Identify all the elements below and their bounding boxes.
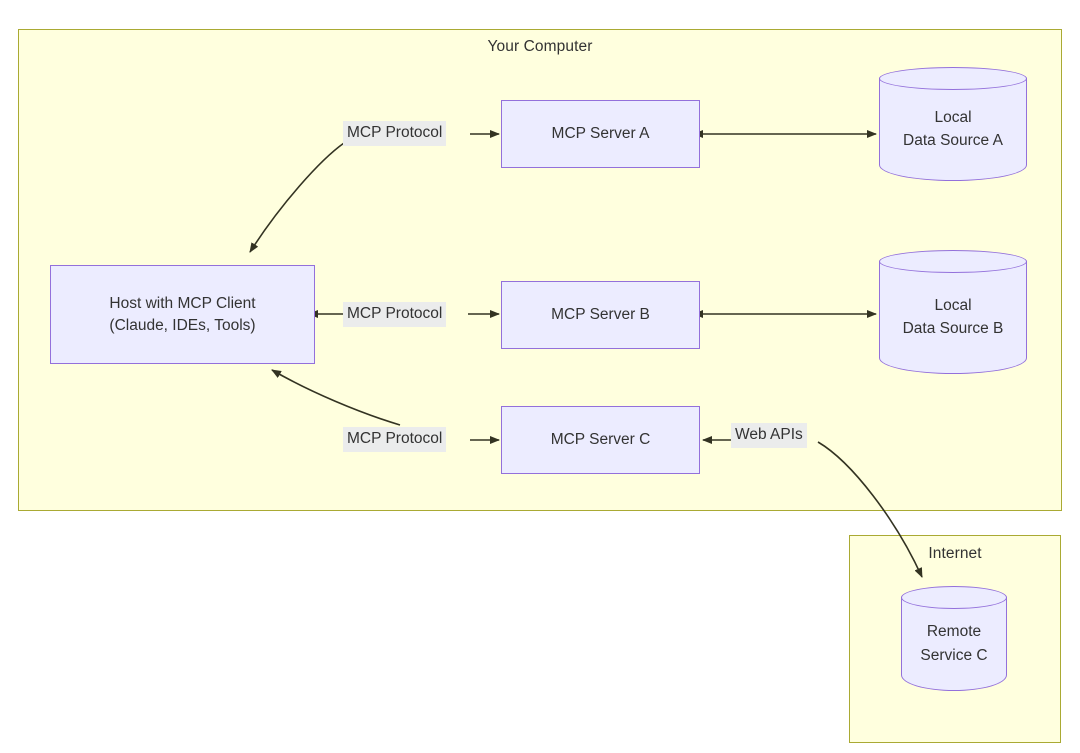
node-local-data-source-b-label: Local Data Source B: [903, 284, 1004, 341]
cylinder-top-icon: [879, 250, 1027, 273]
edge-label-mcp-protocol-b: MCP Protocol: [343, 302, 447, 327]
edge-host-server-a: [249, 130, 500, 253]
node-mcp-server-a-label: MCP Server A: [551, 125, 650, 142]
edge-label-mcp-protocol-a: MCP Protocol: [343, 121, 447, 146]
node-remote-service-c-line-2: Service C: [920, 646, 988, 664]
cylinder-body-icon: [879, 261, 1027, 374]
node-host-line-1: Host with MCP Client: [109, 294, 256, 312]
node-local-data-source-a-line-1: Local: [934, 108, 972, 126]
edge-host-server-c: [271, 369, 500, 444]
node-local-data-source-b-line-2: Data Source B: [902, 320, 1004, 337]
node-local-data-source-a-label: Local Data Source A: [903, 96, 1003, 153]
group-your-computer-title: Your Computer: [487, 38, 593, 55]
node-host-with-mcp-client[interactable]: Host with MCP Client (Claude, IDEs, Tool…: [50, 265, 315, 364]
cylinder-body-icon: [879, 78, 1027, 181]
group-internet: Internet: [849, 535, 1061, 743]
cylinder-top-icon: [879, 67, 1027, 90]
group-internet-title: Internet: [928, 545, 982, 562]
cylinder-top-icon: [901, 586, 1007, 609]
node-local-data-source-b-line-1: Local: [934, 296, 972, 314]
node-remote-service-c-label: Remote Service C: [920, 610, 987, 667]
node-mcp-server-b[interactable]: MCP Server B: [501, 281, 700, 349]
node-mcp-server-a[interactable]: MCP Server A: [501, 100, 700, 168]
node-local-data-source-b[interactable]: Local Data Source B: [879, 250, 1027, 374]
edge-host-server-c-curve: [271, 369, 401, 426]
edge-label-mcp-protocol-c: MCP Protocol: [343, 427, 447, 452]
edge-label-web-apis: Web APIs: [731, 423, 807, 448]
node-local-data-source-a[interactable]: Local Data Source A: [879, 67, 1027, 181]
node-mcp-server-b-label: MCP Server B: [551, 306, 650, 323]
node-mcp-server-c[interactable]: MCP Server C: [501, 406, 700, 474]
node-remote-service-c-line-1: Remote: [926, 623, 982, 641]
node-local-data-source-a-line-2: Data Source A: [903, 132, 1003, 149]
node-mcp-server-c-label: MCP Server C: [550, 431, 651, 448]
cylinder-body-icon: [901, 597, 1007, 691]
node-remote-service-c[interactable]: Remote Service C: [901, 586, 1007, 691]
edge-host-server-a-curve: [249, 142, 345, 253]
node-host-line-2: (Claude, IDEs, Tools): [109, 316, 256, 334]
edge-webapis-remote-service-c: [817, 441, 923, 578]
